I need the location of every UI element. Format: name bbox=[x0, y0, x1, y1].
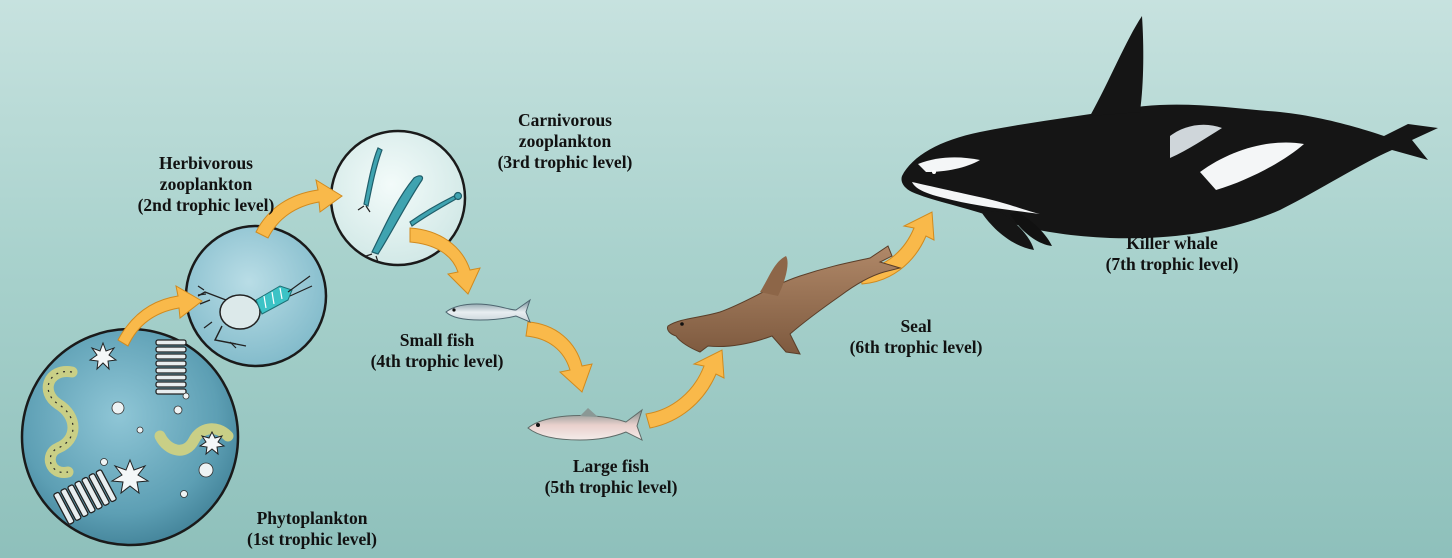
phytoplankton-label: Phytoplankton (1st trophic level) bbox=[222, 508, 402, 550]
small-fish-level-text: (4th trophic level) bbox=[347, 351, 527, 372]
small-fish-name: Small fish bbox=[347, 330, 527, 351]
killer-whale-label: Killer whale (7th trophic level) bbox=[1082, 233, 1262, 275]
killer-whale-name: Killer whale bbox=[1082, 233, 1262, 254]
herbivorous-name-line-1: Herbivorous bbox=[116, 153, 296, 174]
herbivorous-name-line-2: zooplankton bbox=[116, 174, 296, 195]
small-fish-icon bbox=[446, 300, 530, 322]
large-fish-icon bbox=[528, 408, 642, 440]
killer-whale-level-text: (7th trophic level) bbox=[1082, 254, 1262, 275]
killer-whale-icon bbox=[901, 16, 1438, 250]
herbivorous-level-text: (2nd trophic level) bbox=[116, 195, 296, 216]
herbivorous-zooplankton-label: Herbivorous zooplankton (2nd trophic lev… bbox=[116, 153, 296, 216]
carnivorous-name-line-1: Carnivorous bbox=[475, 110, 655, 131]
large-fish-name: Large fish bbox=[521, 456, 701, 477]
seal-name: Seal bbox=[826, 316, 1006, 337]
herbivorous-zooplankton-circle-icon bbox=[186, 226, 326, 366]
carnivorous-name-line-2: zooplankton bbox=[475, 131, 655, 152]
seal-label: Seal (6th trophic level) bbox=[826, 316, 1006, 358]
phytoplankton-name: Phytoplankton bbox=[222, 508, 402, 529]
small-fish-label: Small fish (4th trophic level) bbox=[347, 330, 527, 372]
seal-level-text: (6th trophic level) bbox=[826, 337, 1006, 358]
carnivorous-level-text: (3rd trophic level) bbox=[475, 152, 655, 173]
phytoplankton-circle-icon bbox=[22, 329, 238, 545]
phytoplankton-level-text: (1st trophic level) bbox=[222, 529, 402, 550]
carnivorous-zooplankton-label: Carnivorous zooplankton (3rd trophic lev… bbox=[475, 110, 655, 173]
large-fish-label: Large fish (5th trophic level) bbox=[521, 456, 701, 498]
large-fish-level-text: (5th trophic level) bbox=[521, 477, 701, 498]
